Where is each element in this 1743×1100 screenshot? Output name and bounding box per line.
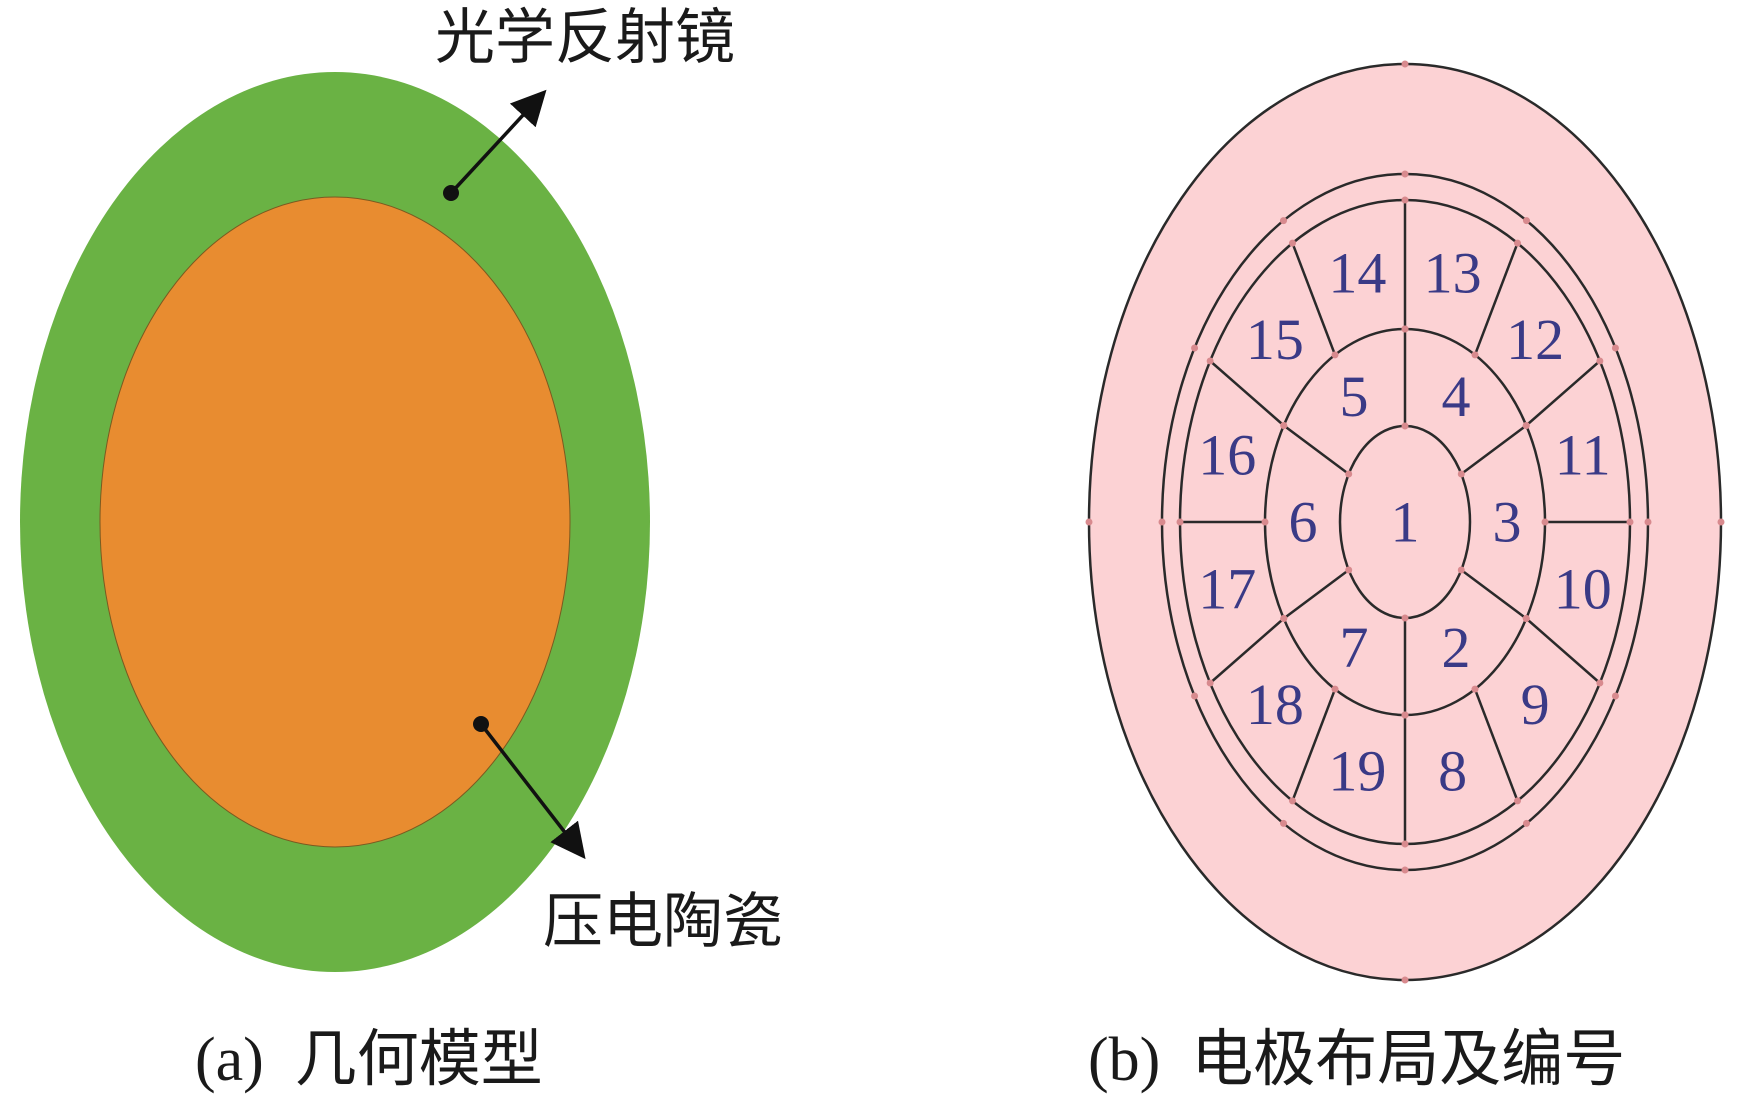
mesh-node [1176,518,1184,526]
electrode-number: 12 [1506,307,1564,372]
divider-outer-ring [1473,242,1519,356]
mesh-node [1280,819,1287,827]
mesh-node [1191,692,1199,700]
ceramic-label: 压电陶瓷 [543,889,783,955]
mesh-node [1331,351,1339,359]
mesh-nodes [1085,60,1725,984]
mesh-node [1401,325,1409,333]
electrode-dividers [1180,200,1630,844]
divider-outer-ring [1473,688,1519,802]
electrode-number: 5 [1340,364,1369,429]
divider-outer-ring [1209,360,1285,427]
electrode-number: 9 [1521,672,1550,737]
mesh-node [1457,470,1465,478]
mesh-node [1471,351,1479,359]
mesh-node [1522,615,1530,622]
caption-a: (a) 几何模型 [195,1026,543,1094]
mesh-node [1261,518,1269,526]
electrode-number: 7 [1340,615,1369,680]
mesh-node [1626,518,1634,526]
mesh-node [1401,976,1409,984]
mesh-node [1085,518,1093,526]
electrode-number: 2 [1442,615,1471,680]
mesh-node [1401,711,1409,719]
electrode-number: 19 [1328,739,1386,804]
mesh-node [1401,866,1409,874]
mesh-node [1596,679,1604,687]
electrode-number: 10 [1554,556,1612,621]
electrode-number: 17 [1198,556,1256,621]
mirror-label: 光学反射镜 [435,5,735,71]
mesh-node [1401,196,1409,204]
mesh-node [1541,518,1549,526]
mesh-node [1523,217,1530,225]
electrode-number: 16 [1198,423,1256,488]
mesh-node [1206,357,1214,365]
electrode-number: 18 [1246,672,1304,737]
mesh-node [1717,518,1725,526]
mesh-node [1289,239,1296,247]
mesh-node [1191,344,1199,352]
ceramic-pointer [473,716,586,860]
mesh-node [1280,422,1288,429]
mesh-node [1331,685,1339,693]
mesh-node [1611,344,1619,352]
mesh-node [1289,797,1296,805]
divider-outer-ring [1525,360,1601,427]
divider-outer-ring [1209,617,1285,684]
mirror-pointer [443,89,547,201]
piezo-ceramic [99,196,571,848]
mesh-node [1280,217,1287,225]
electrode-number: 3 [1493,490,1522,555]
mesh-node [1457,566,1465,574]
electrode-number: 6 [1289,490,1318,555]
mesh-node [1522,422,1530,429]
divider-middle-ring [1460,568,1527,620]
divider-outer-ring [1291,688,1337,802]
mesh-node [1523,819,1530,827]
mesh-node [1206,679,1214,687]
divider-middle-ring [1283,424,1350,476]
mesh-node [1401,840,1409,848]
mesh-node [1158,518,1166,526]
mesh-node [1401,170,1409,178]
electrode-number: 14 [1328,240,1386,305]
divider-outer-ring [1291,242,1337,356]
mesh-node [1611,692,1619,700]
electrode-number: 4 [1442,364,1471,429]
mirror-pointer-arrow [449,89,547,195]
mesh-node [1345,566,1353,574]
mesh-node [1471,685,1479,693]
panel-a: 光学反射镜 压电陶瓷 (a) 几何模型 [20,5,783,1094]
mesh-node [1514,797,1521,805]
divider-outer-ring [1525,617,1601,684]
electrode-number: 15 [1246,307,1304,372]
ceramic-pointer-arrow [479,722,586,860]
divider-middle-ring [1460,424,1527,476]
mesh-node [1280,615,1288,622]
mesh-node [1345,470,1353,478]
mesh-node [1596,357,1604,365]
electrode-number: 13 [1424,240,1482,305]
mesh-node [1644,518,1652,526]
mesh-node [1401,422,1409,430]
electrode-number: 8 [1438,739,1467,804]
divider-middle-ring [1283,568,1350,620]
electrode-number: 1 [1391,490,1420,555]
mesh-node [1401,60,1409,68]
electrode-number: 11 [1555,423,1611,488]
mesh-node [1514,239,1521,247]
caption-b: (b) 电极布局及编号 [1088,1026,1625,1094]
mesh-node [1401,614,1409,622]
